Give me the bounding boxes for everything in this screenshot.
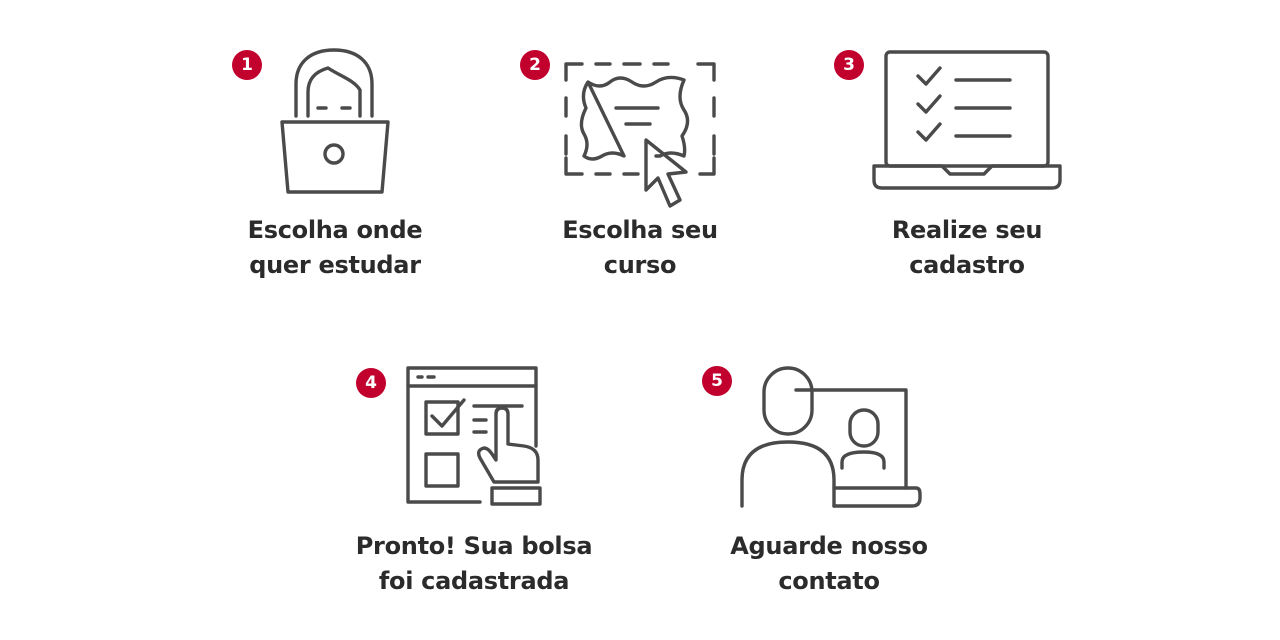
- laptop-checklist-icon: [870, 48, 1065, 193]
- certificate-cursor-icon: [560, 58, 720, 218]
- step-number-badge: 4: [356, 368, 386, 398]
- step-label: Escolha seu curso: [500, 213, 780, 283]
- step-number-badge: 1: [232, 50, 262, 80]
- step-number-badge: 3: [834, 50, 864, 80]
- step-number-badge: 5: [702, 366, 732, 396]
- step-label: Aguarde nosso contato: [689, 529, 969, 599]
- step-label: Realize seu cadastro: [827, 213, 1107, 283]
- person-laptop-icon: [268, 44, 403, 199]
- step-label: Escolha onde quer estudar: [195, 213, 475, 283]
- video-call-icon: [738, 364, 923, 514]
- form-hand-checkbox-icon: [404, 364, 549, 514]
- step-label: Pronto! Sua bolsa foi cadastrada: [334, 529, 614, 599]
- step-number-badge: 2: [520, 50, 550, 80]
